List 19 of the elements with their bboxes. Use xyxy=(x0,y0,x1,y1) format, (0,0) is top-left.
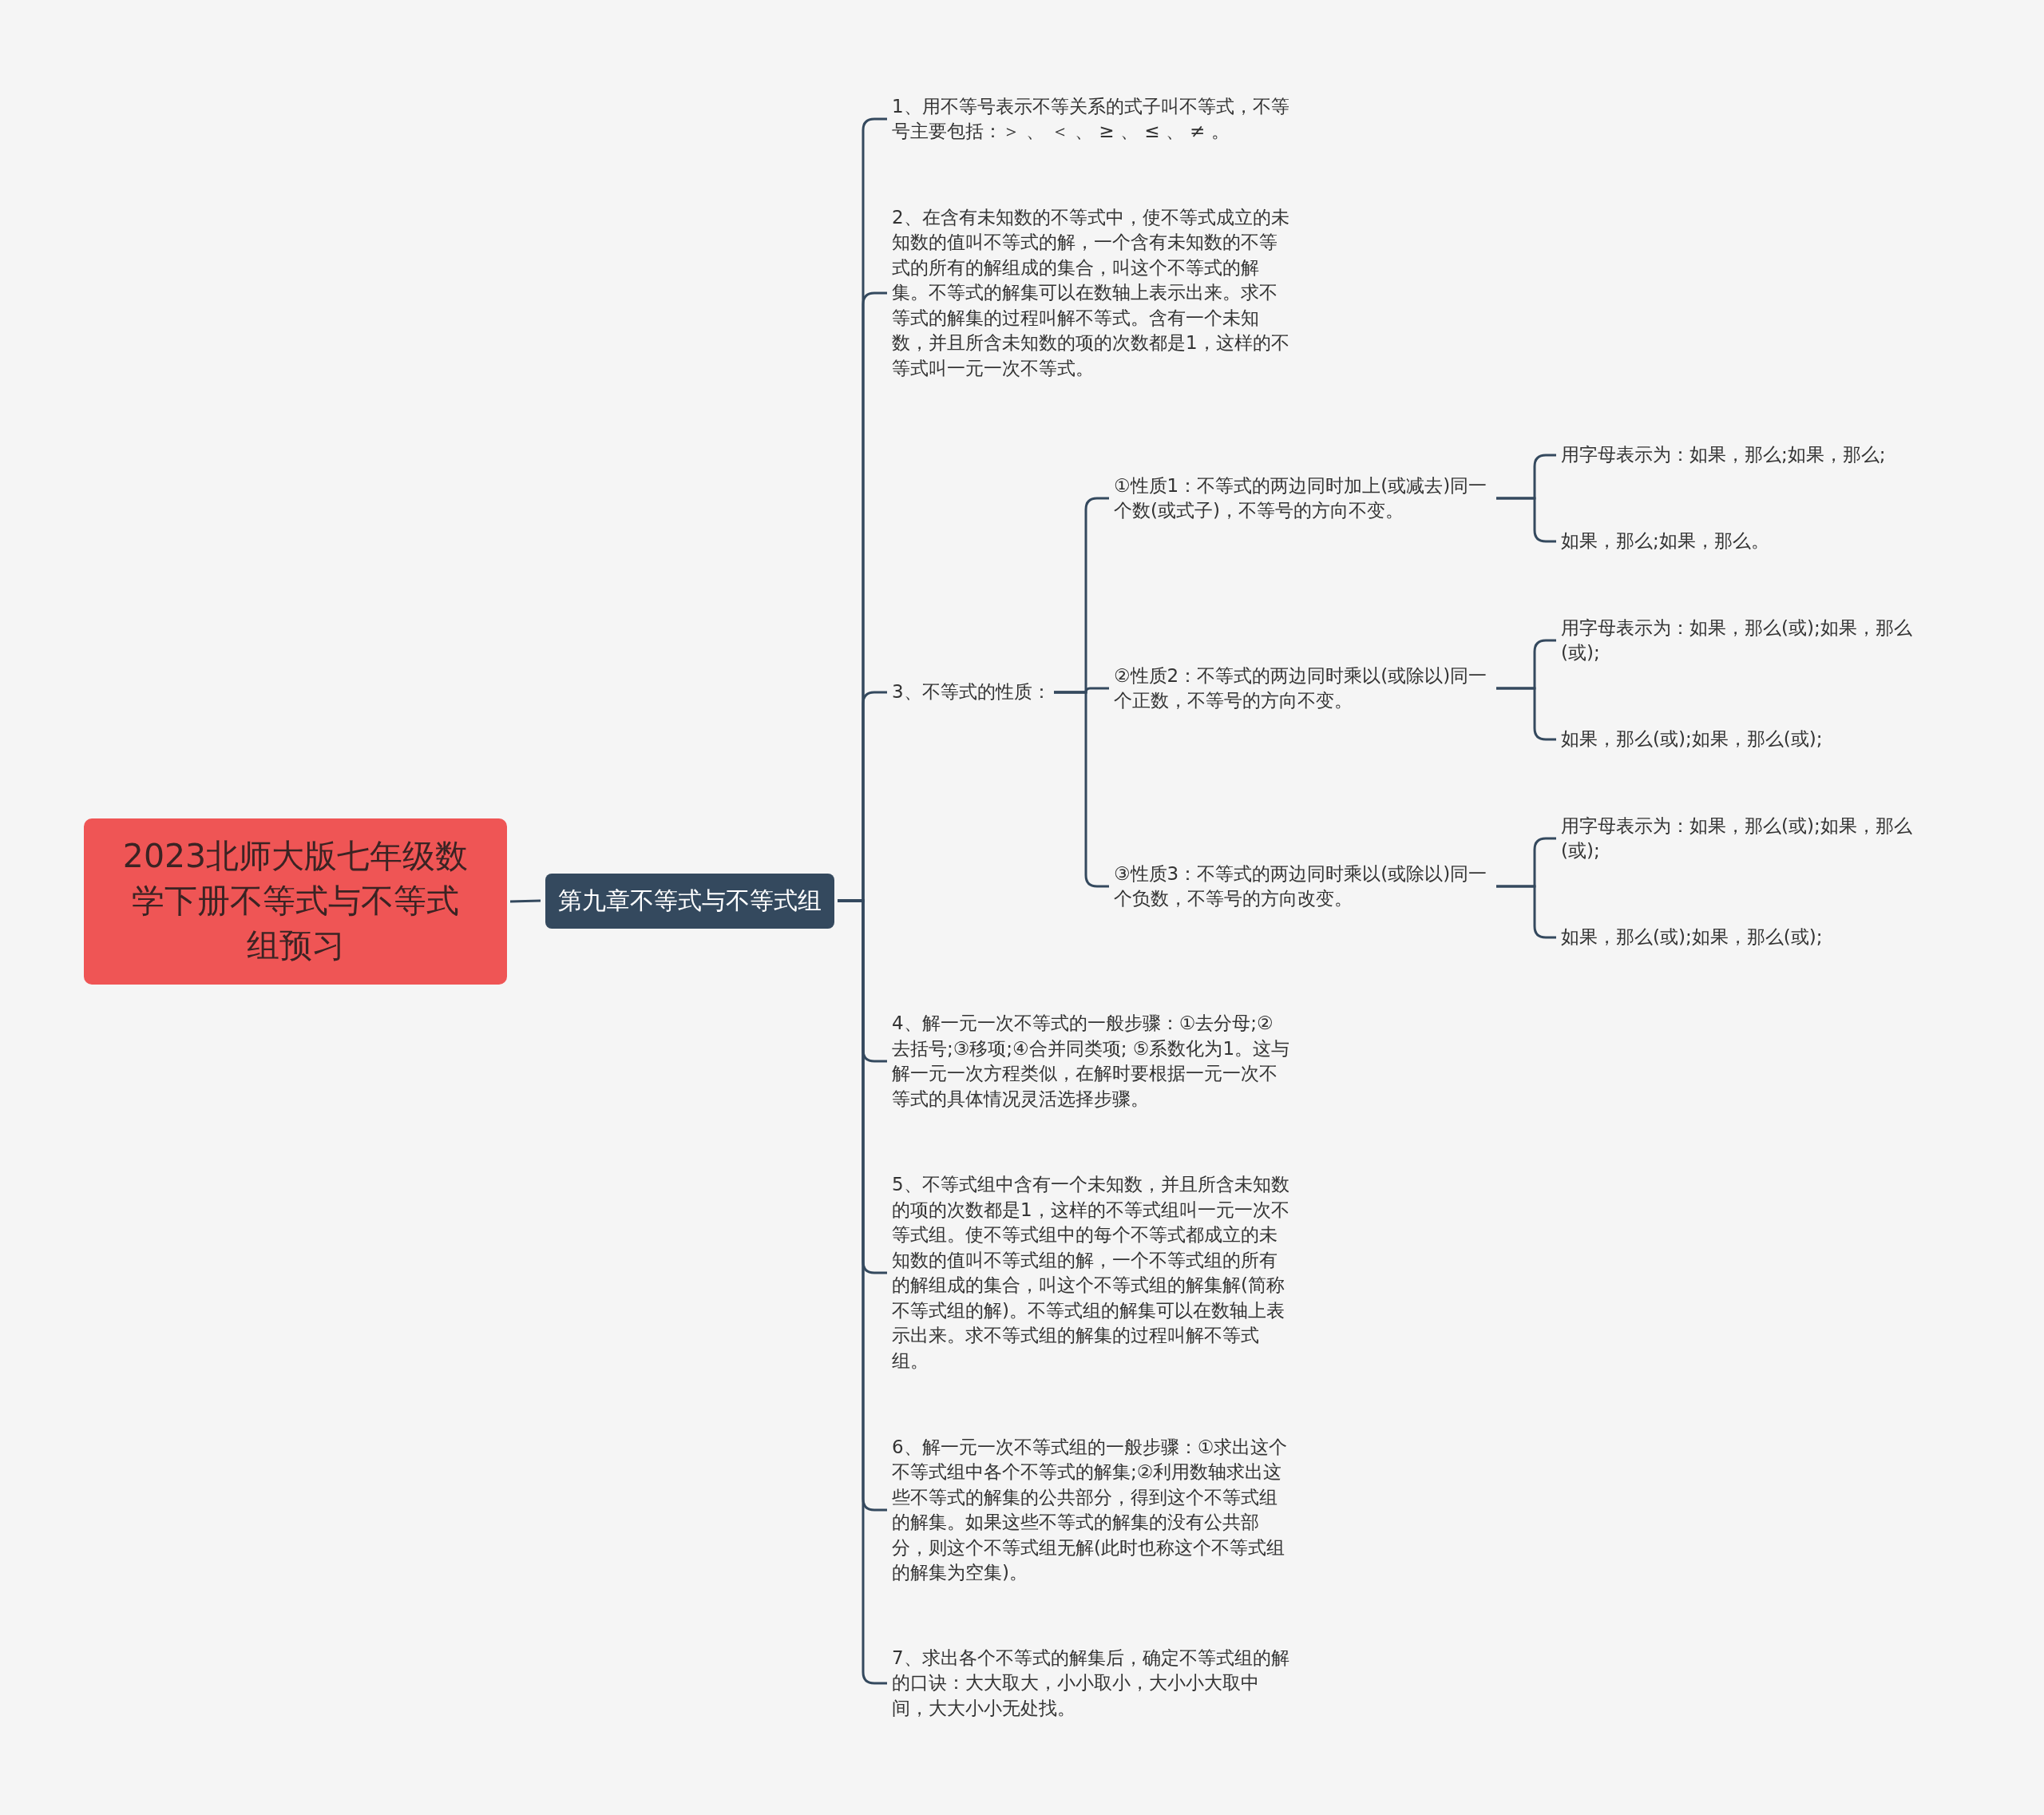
topic-text: 用字母表示为：如果，那么;如果，那么; xyxy=(1561,442,1886,468)
topic-text: 如果，那么(或);如果，那么(或); xyxy=(1561,727,1823,752)
topic-text: 3、不等式的性质： xyxy=(892,680,1051,705)
topic-text: 如果，那么;如果，那么。 xyxy=(1561,529,1769,554)
topic-text: ②性质2：不等式的两边同时乘以(或除以)同一个正数，不等号的方向不变。 xyxy=(1114,663,1493,714)
connector-line xyxy=(509,899,541,903)
topic-text: 如果，那么(或);如果，那么(或); xyxy=(1561,925,1823,950)
central-topic-box: 2023北师大版七年级数学下册不等式与不等式组预习 xyxy=(84,818,507,985)
topic-text: 2、在含有未知数的不等式中，使不等式成立的未知数的值叫不等式的解，一个含有未知数的不等式的所有的解组成的集合，叫这个不等式的解集。不等式的解集可以在数轴上表示出来。求不等式的解集的过程叫解不等式。含有一个未知数，并且所含未知数的项的次数都是1，这样的不等式叫一元一次不等式。 xyxy=(892,204,1291,381)
topic-text: 6、解一元一次不等式组的一般步骤：①求出这个不等式组中各个不等式的解集;②利用数轴求出这些不等式的解集的公共部分，得到这个不等式组的解集。如果这些不等式的解集的没有公共部分，则这个不等式组无解(此时也称这个不等式组的解集为空集)。 xyxy=(892,1434,1291,1586)
main-topic-box: 第九章不等式与不等式组 xyxy=(545,873,834,929)
topic-text: 1、用不等号表示不等关系的式子叫不等式，不等号主要包括：＞ 、 ＜ 、 ≥ 、 ≤ 、 ≠ 。 xyxy=(892,93,1291,145)
topic-text: 7、求出各个不等式的解集后，确定不等式组的解的口诀：大大取大，小小取小，大小小大取中间，大大小小无处找。 xyxy=(892,1645,1291,1721)
topic-text: ③性质3：不等式的两边同时乘以(或除以)同一个负数，不等号的方向改变。 xyxy=(1114,861,1493,912)
topic-text: 4、解一元一次不等式的一般步骤：①去分母;②去括号;③移项;④合并同类项; ⑤系数化为1。这与解一元一次方程类似，在解时要根据一元一次不等式的具体情况灵活选择步骤。 xyxy=(892,1011,1291,1112)
topic-text: 用字母表示为：如果，那么(或);如果，那么(或); xyxy=(1561,615,1944,666)
topic-text: 用字母表示为：如果，那么(或);如果，那么(或); xyxy=(1561,813,1944,864)
topic-text: ①性质1：不等式的两边同时加上(或减去)同一个数(或式子)，不等号的方向不变。 xyxy=(1114,473,1493,524)
topic-text: 5、不等式组中含有一个未知数，并且所含未知数的项的次数都是1，这样的不等式组叫一元一次不等式组。使不等式组中的每个不等式都成立的未知数的值叫不等式组的解，一个不等式组的所有的解组成的集合，叫这个不等式组的解集解(简称不等式组的解)。不等式组的解集可以在数轴上表示出来。求不等式组的解集的过程叫解不等式组。 xyxy=(892,1172,1291,1373)
